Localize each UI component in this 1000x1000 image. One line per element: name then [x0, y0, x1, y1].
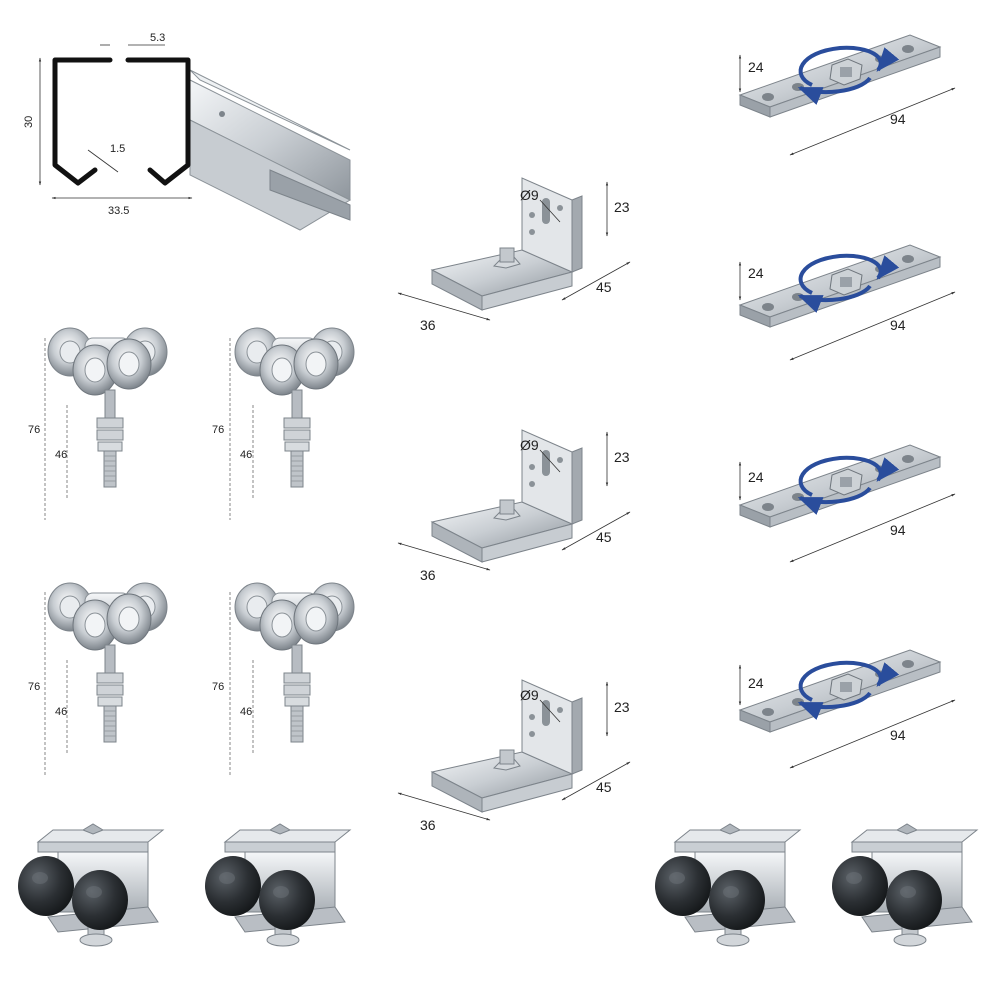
trolley-height-label: 76 [212, 424, 224, 436]
trolley-height-label: 76 [212, 681, 224, 693]
trolley-bolt-label: 46 [240, 449, 252, 461]
plate-width-label: 24 [748, 59, 764, 75]
bracket-hole-label: Ø9 [520, 437, 539, 453]
trolley-dims: 76 46 [28, 338, 68, 520]
rail-section: 30 33.5 5.3 1.5 [23, 32, 352, 231]
bracket-length-label: 36 [420, 317, 436, 333]
bracket-length-label: 36 [420, 567, 436, 583]
plate-dims: 24 94 [738, 261, 956, 361]
plate-width-label: 24 [748, 675, 764, 691]
bracket-dims: Ø9 23 45 36 [397, 181, 631, 333]
bracket-hole-label: Ø9 [520, 187, 539, 203]
angle-bracket [431, 679, 583, 813]
rail-profile-outline [52, 57, 191, 186]
bracket-dims: Ø9 23 45 36 [397, 681, 631, 833]
rail-body [189, 69, 352, 231]
plate-length-label: 94 [890, 522, 906, 538]
bracket-length-label: 36 [420, 817, 436, 833]
rail-slot-label: 5.3 [150, 32, 165, 44]
plate-dims: 24 94 [738, 664, 956, 769]
plate-length-label: 94 [890, 317, 906, 333]
bracket-height-label: 23 [614, 449, 630, 465]
trolley-bolt-label: 46 [55, 449, 67, 461]
bracket-depth-label: 45 [596, 779, 612, 795]
bracket-depth-label: 45 [596, 279, 612, 295]
trolley-bolt-label: 46 [55, 706, 67, 718]
bracket-group: Ø9 23 45 36 Ø9 23 45 36 Ø9 [397, 177, 631, 833]
plate-dims: 24 94 [738, 461, 956, 563]
plate-length-label: 94 [890, 727, 906, 743]
angle-bracket [431, 429, 583, 563]
bracket-depth-label: 45 [596, 529, 612, 545]
trolley [47, 582, 168, 743]
plate-width-label: 24 [748, 469, 764, 485]
trolley-bolt-label: 46 [240, 706, 252, 718]
rail-wall-label: 1.5 [110, 143, 125, 155]
trolley-dims: 76 46 [28, 592, 68, 775]
door-stop [654, 823, 801, 947]
door-stop [204, 823, 351, 947]
trolley-dims: 76 46 [212, 592, 254, 775]
bracket-dims: Ø9 23 45 36 [397, 431, 631, 583]
plate-length-label: 94 [890, 111, 906, 127]
door-stop [831, 823, 978, 947]
rail-height-label: 30 [23, 116, 35, 128]
trolley-dims: 76 46 [212, 338, 254, 520]
bracket-hole-label: Ø9 [520, 687, 539, 703]
trolley-height-label: 76 [28, 681, 40, 693]
trolley-height-label: 76 [28, 424, 40, 436]
trolley-group: 76 46 76 46 76 46 76 [28, 327, 355, 775]
door-stop [17, 823, 164, 947]
bracket-height-label: 23 [614, 699, 630, 715]
plate-dims: 24 94 [738, 54, 956, 156]
rail-width-label: 33.5 [108, 205, 129, 217]
bracket-height-label: 23 [614, 199, 630, 215]
trolley [47, 327, 168, 488]
plate-group: 24 94 24 94 24 94 [738, 34, 956, 769]
plate-width-label: 24 [748, 265, 764, 281]
door-stop-group [17, 823, 978, 947]
angle-bracket [431, 177, 583, 311]
